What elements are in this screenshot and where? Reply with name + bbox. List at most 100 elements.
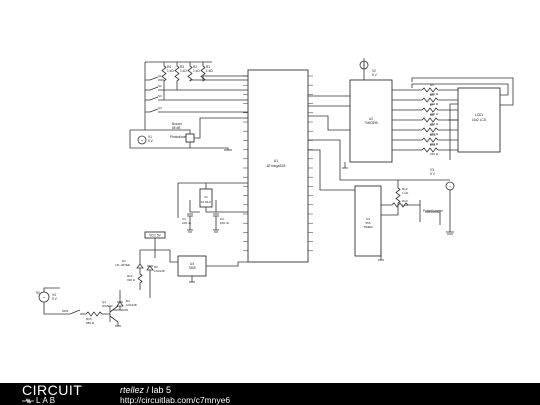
led-d1-value: LTL-307EE (115, 263, 130, 267)
lcd-resistor-wire (392, 147, 458, 153)
resistor-r3-value: 1 kΩ (180, 69, 187, 73)
resistor-r12-name: R12 (402, 187, 408, 191)
battery-label: 9V (36, 291, 41, 295)
logo-lab-text: LAB (36, 396, 58, 405)
lcd-resistor-name: R8 (430, 113, 434, 117)
resistor-r15-value: 680 Ω (86, 321, 95, 325)
lcd-resistor-name: R9 (430, 123, 434, 127)
lcd-resistor-name: R10 (430, 133, 436, 137)
lcd-resistor-value: 220 Ω (430, 92, 439, 96)
source-v4-value: 9 V (52, 297, 58, 301)
source-v1-value: 5 V (148, 139, 154, 143)
lcd-resistor-value: 220 Ω (430, 142, 439, 146)
waveform-icon (22, 397, 34, 404)
led-d1-name: D1 (122, 259, 126, 263)
buzzer-section: + V1 5 V Buzzer 85 dB Photodiode (129, 117, 248, 151)
resistor-r2-name: R2 (193, 65, 197, 69)
timer-u3[interactable]: U3 555 TIMER + R12 1 kΩ R13 1 kΩ Potenti… (308, 139, 455, 261)
svg-text:+: + (363, 63, 366, 68)
button-array: R4 1 kΩ R3 1 kΩ R2 1 kΩ R1 1 kΩ S1 S2 S3… (144, 61, 248, 130)
button-s4-label: S4 (158, 106, 162, 110)
cap-c2-value: 100 nF (220, 221, 230, 225)
lcd-name: LCD1 (475, 113, 483, 117)
button-s2-label: S2 (158, 84, 162, 88)
buzzer-value: 85 dB (172, 126, 180, 130)
crystal-section: X1 16 MHz C1 100 nF C2 100 nF (177, 182, 248, 233)
button-s3-label: S3 (158, 94, 162, 98)
photodiode-name: Photodiode (170, 135, 186, 139)
resistor-r13-value: 1 kΩ (402, 203, 409, 207)
resistor-r1-name: R1 (206, 65, 210, 69)
source-v2-name: V2 (372, 69, 376, 73)
lcd-resistor-value: 220 Ω (430, 112, 439, 116)
resistor-r12-value: 1 kΩ (402, 191, 409, 195)
buzzer-name: Buzzer (172, 122, 183, 126)
lcd-resistor-value: 220 Ω (430, 102, 439, 106)
regulator-u4-part: 7805 (188, 266, 195, 270)
battery-section: + V4 9 V 9V SW1 R15 680 Ω Q1 2N3904 (36, 287, 121, 327)
resistor-r15-name: R15 (86, 317, 92, 321)
resistor-r3-name: R3 (180, 65, 184, 69)
lcd-resistor-wire (392, 137, 458, 143)
diode-d3-name: D3 (126, 299, 130, 303)
resistor-r14-value: 330 Ω (127, 278, 136, 282)
lcd-resistor-wire (392, 87, 458, 93)
switch-sw1-label: SW1 (62, 309, 69, 313)
resistor-r4-name: R4 (167, 65, 171, 69)
shift-register-u2-name: U2 (369, 117, 373, 121)
power-section: VCC 5V U4 7805 D1 LTL-307EE R14 330 Ω D2… (112, 231, 248, 311)
diode-d2-name: D2 (154, 265, 158, 269)
lcd-resistor-name: R11 (430, 143, 436, 147)
potentiometer-name: Potentiometer (423, 209, 444, 213)
resistor-r1-value: 1 kΩ (206, 69, 213, 73)
timer-u3-part: 555 (365, 221, 370, 225)
resistor-r13-name: R13 (402, 199, 408, 203)
svg-text:+: + (449, 184, 452, 189)
svg-text:+: + (43, 295, 46, 300)
lcd-resistor-name: R5 (430, 83, 434, 87)
project-name[interactable]: lab 5 (151, 385, 172, 395)
cap-c2-name: C2 (220, 217, 224, 221)
mcu-u1[interactable]: U1 ATmega328 (243, 69, 313, 263)
lcd-resistor-wire (392, 107, 458, 113)
lcd-resistor-value: 220 Ω (430, 122, 439, 126)
byline-separator: / (144, 385, 152, 395)
lcd-part: 16x2 LCD (472, 118, 487, 122)
author-name[interactable]: rtellez (120, 385, 145, 395)
svg-text:+: + (141, 138, 144, 143)
footer-bar: CIRCUIT LAB rtellez / lab 5 http://circu… (0, 383, 540, 405)
shift-register-u2[interactable]: + U2 74HC595 V2 5 V (308, 58, 393, 169)
diode-d3-value: 1N4148 (126, 303, 137, 307)
lcd-resistor-wire (392, 97, 458, 103)
source-v4-name: V4 (52, 293, 56, 297)
lcd-resistor-wire (392, 117, 458, 123)
cap-c1-name: C1 (182, 217, 186, 221)
source-v1-name: V1 (148, 135, 152, 139)
button-s1-label: S1 (158, 74, 162, 78)
shift-register-u2-part: 74HC595 (364, 121, 378, 125)
resistor-r14-name: R14 (127, 274, 133, 278)
circuitlab-logo-sub: LAB (22, 396, 57, 405)
resistor-r4-value: 1 kΩ (167, 69, 174, 73)
circuitlab-logo[interactable]: CIRCUIT (22, 382, 83, 398)
cap-c1-value: 100 nF (182, 221, 192, 225)
project-url[interactable]: http://circuitlab.com/c7mnye6 (120, 395, 231, 405)
mcu-u1-name: U1 (274, 159, 279, 163)
transistor-q1-value: 2N3904 (102, 304, 113, 308)
lcd-resistor-name: R7 (430, 103, 434, 107)
transistor-q1-name: Q1 (102, 300, 106, 304)
diode-d2-value: 1N4148 (154, 269, 165, 273)
byline: rtellez / lab 5 (120, 385, 171, 395)
timer-u3-sub: TIMER (363, 225, 373, 229)
lcd-resistor-wire (392, 127, 458, 133)
lcd-display[interactable]: LCD1 16x2 LCD (411, 77, 514, 160)
resistor-r2-value: 1 kΩ (193, 69, 200, 73)
supply-label: VCC 5V (149, 234, 161, 238)
crystal-x1-value: 16 MHz (201, 200, 212, 204)
timer-u3-name: U3 (366, 217, 370, 221)
source-v3-name: V3 (430, 168, 434, 172)
source-v2-value: 5 V (372, 73, 378, 77)
regulator-u4-name: U4 (190, 262, 194, 266)
lcd-resistor-value: 220 Ω (430, 152, 439, 156)
